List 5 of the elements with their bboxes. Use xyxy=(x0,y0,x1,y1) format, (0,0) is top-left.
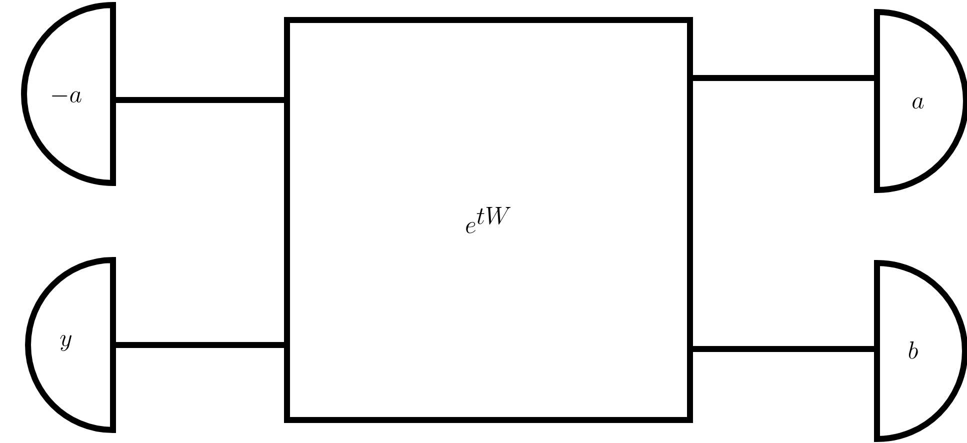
operator-box: $e^{tW}$ xyxy=(284,17,693,423)
connector-line xyxy=(116,342,284,348)
connector-line xyxy=(116,97,284,103)
connector-line xyxy=(693,75,874,81)
connector-line xyxy=(693,346,874,352)
